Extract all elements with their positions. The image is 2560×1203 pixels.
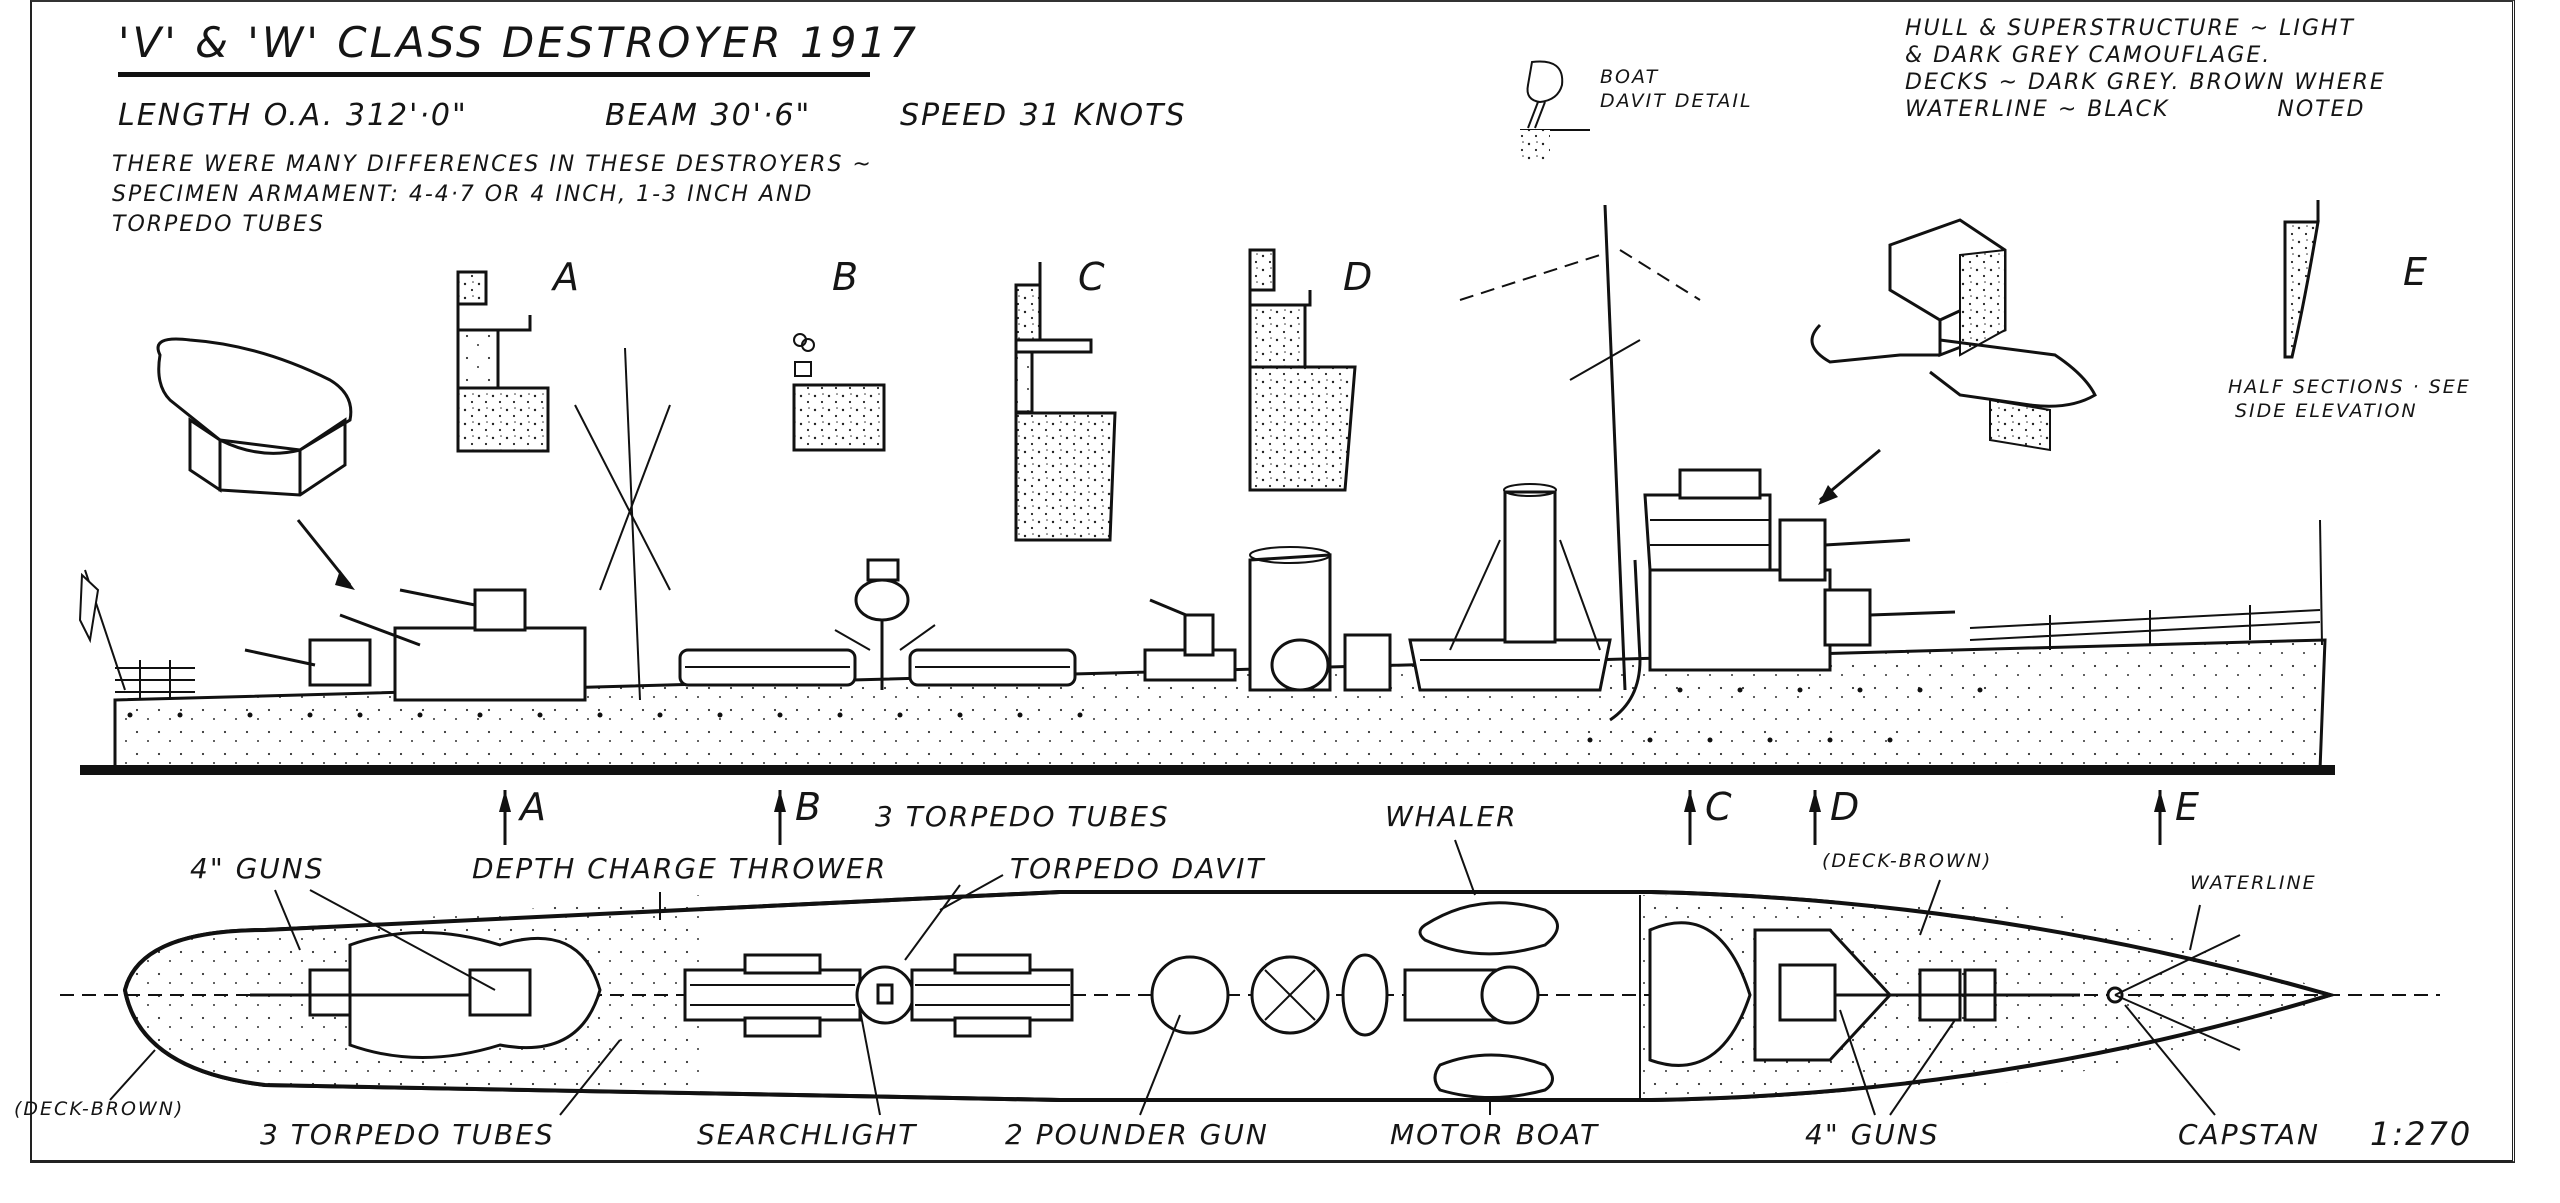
section-letter-e: E — [2403, 250, 2430, 294]
spec-beam: BEAM 30'·6" — [605, 98, 812, 133]
side-elevation — [78, 204, 2335, 775]
colour-note-2: & DARK GREY CAMOUFLAGE. — [1905, 43, 2272, 68]
portholes — [127, 687, 1983, 743]
plan-view — [60, 890, 2440, 1102]
note-line-3: TORPEDO TUBES — [112, 212, 325, 237]
section-marker-arrows — [499, 790, 2166, 845]
section-a — [456, 270, 550, 453]
drawing-sheet — [30, 0, 2515, 1163]
boat-davit-detail-icon — [1520, 60, 1590, 162]
spec-speed: SPEED 31 KNOTS — [900, 98, 1187, 133]
arrow-head-aft — [335, 570, 355, 590]
note-line-2: SPECIMEN ARMAMENT: 4-4·7 OR 4 INCH, 1-3 … — [112, 182, 814, 207]
section-e — [2283, 200, 2320, 359]
section-letter-a: A — [553, 255, 581, 299]
section-d — [1248, 248, 1357, 492]
drawing-title: 'V' & 'W' CLASS DESTROYER 1917 — [118, 18, 919, 67]
section-c — [1014, 262, 1117, 542]
marker-b: B — [795, 785, 824, 829]
marker-d: D — [1830, 785, 1862, 829]
section-letter-c: C — [1078, 255, 1107, 299]
aft-gun-platform-detail — [156, 337, 353, 497]
marker-a: A — [520, 785, 548, 829]
colour-note-4: WATERLINE ~ BLACK NOTED — [1905, 97, 2366, 122]
label-depth-charge-thrower: DEPTH CHARGE THROWER — [472, 852, 888, 885]
label-deck-brown-fwd: (DECK-BROWN) — [1822, 850, 1993, 872]
label-deck-brown-aft: (DECK-BROWN) — [14, 1098, 185, 1120]
section-letter-b: B — [832, 255, 861, 299]
scale-label: 1:270 — [2370, 1115, 2473, 1153]
colour-note-1: HULL & SUPERSTRUCTURE ~ LIGHT — [1905, 16, 2355, 41]
marker-e: E — [2175, 785, 2202, 829]
label-3-torpedo-tubes-top: 3 TORPEDO TUBES — [875, 800, 1170, 833]
arrow-head-bridge — [1818, 485, 1838, 505]
section-b — [792, 333, 886, 452]
label-capstan: CAPSTAN — [2178, 1118, 2320, 1151]
section-letter-d: D — [1343, 255, 1375, 299]
label-2-pounder-gun: 2 POUNDER GUN — [1005, 1118, 1269, 1151]
label-waterline: WATERLINE — [2190, 872, 2317, 894]
label-4in-guns-fwd: 4" GUNS — [1805, 1118, 1940, 1151]
davit-detail-label-1: BOAT — [1600, 66, 1660, 88]
sections-caption-1: HALF SECTIONS · SEE — [2228, 376, 2471, 398]
davit-detail-label-2: DAVIT DETAIL — [1600, 90, 1753, 112]
marker-c: C — [1705, 785, 1734, 829]
label-motor-boat: MOTOR BOAT — [1390, 1118, 1600, 1151]
bridge-detail — [1810, 218, 2097, 452]
sections-caption-2: SIDE ELEVATION — [2235, 400, 2418, 422]
leader-lines — [109, 839, 2216, 1116]
label-searchlight: SEARCHLIGHT — [697, 1118, 918, 1151]
note-line-1: THERE WERE MANY DIFFERENCES IN THESE DES… — [112, 152, 873, 177]
label-torpedo-davit: TORPEDO DAVIT — [1010, 852, 1266, 885]
label-4in-guns-aft: 4" GUNS — [190, 852, 325, 885]
label-3-torpedo-tubes-bottom: 3 TORPEDO TUBES — [260, 1118, 555, 1151]
spec-length: LENGTH O.A. 312'·0" — [118, 98, 468, 133]
label-whaler: WHALER — [1385, 800, 1518, 833]
title-underline — [118, 72, 870, 77]
colour-note-3: DECKS ~ DARK GREY. BROWN WHERE — [1905, 70, 2386, 95]
